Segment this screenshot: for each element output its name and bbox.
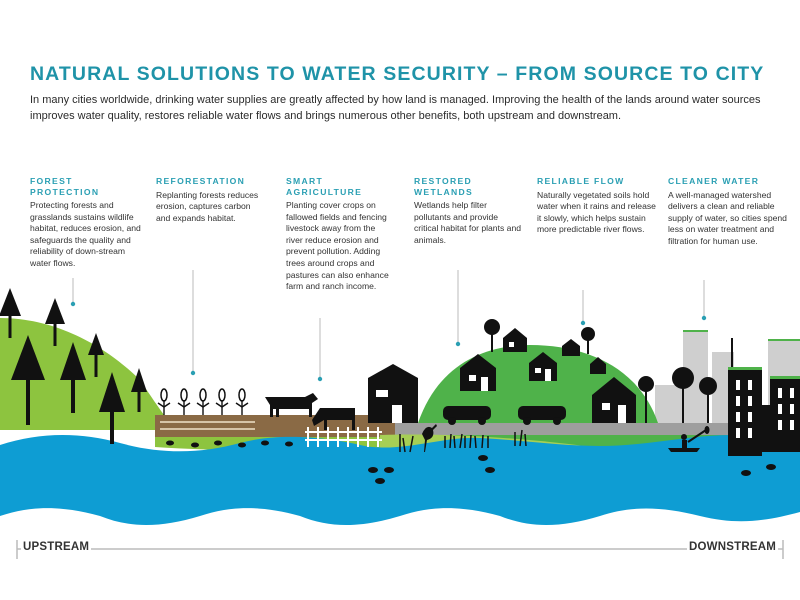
- cows: [265, 393, 355, 430]
- wetland-reeds: [399, 429, 527, 453]
- forest-hill: [0, 318, 175, 430]
- solution-heading: RELIABLE FLOW: [537, 176, 625, 186]
- solution-text: Protecting forests and grasslands sustai…: [30, 200, 141, 268]
- road: [395, 423, 800, 435]
- houses: [460, 328, 636, 423]
- leader-lines: [72, 270, 705, 378]
- barn: [368, 364, 418, 423]
- solution-reforestation: REFORESTATION Replanting forests reduces…: [156, 176, 266, 224]
- river: [0, 434, 800, 525]
- downstream-label: DOWNSTREAM: [687, 541, 778, 553]
- heron: [422, 424, 437, 452]
- watershed-illustration: [0, 270, 800, 525]
- solution-text: Naturally vegetated soils hold water whe…: [537, 189, 656, 235]
- solution-reliable-flow: RELIABLE FLOW Naturally vegetated soils …: [537, 176, 659, 236]
- round-trees: [484, 319, 717, 423]
- fence: [305, 427, 382, 447]
- solution-text: Replanting forests reduces erosion, capt…: [156, 189, 259, 223]
- solution-text: A well-managed watershed delivers a clea…: [668, 189, 787, 246]
- intro-paragraph: In many cities worldwide, drinking water…: [30, 94, 761, 122]
- cars: [443, 406, 566, 425]
- cover-crop-seedlings: [166, 440, 293, 448]
- fish: [368, 455, 776, 484]
- leader-dots: [70, 301, 707, 382]
- solution-heading: CLEANER WATER: [668, 176, 760, 186]
- corn-plants: [157, 388, 249, 415]
- solution-text: Wetlands help filter pollutants and prov…: [414, 200, 522, 245]
- solution-text: Planting cover crops on fallowed fields …: [286, 200, 389, 292]
- upstream-downstream-axis: UPSTREAM DOWNSTREAM: [0, 535, 800, 565]
- kayaker: [668, 426, 710, 452]
- solution-heading: REFORESTATION: [156, 176, 246, 186]
- city-buildings: [728, 338, 800, 456]
- solution-cleaner-water: CLEANER WATER A well-managed watershed d…: [668, 176, 793, 247]
- pine-trees: [0, 288, 147, 444]
- page-title: NATURAL SOLUTIONS TO WATER SECURITY – FR…: [30, 63, 765, 85]
- upstream-label: UPSTREAM: [21, 541, 92, 553]
